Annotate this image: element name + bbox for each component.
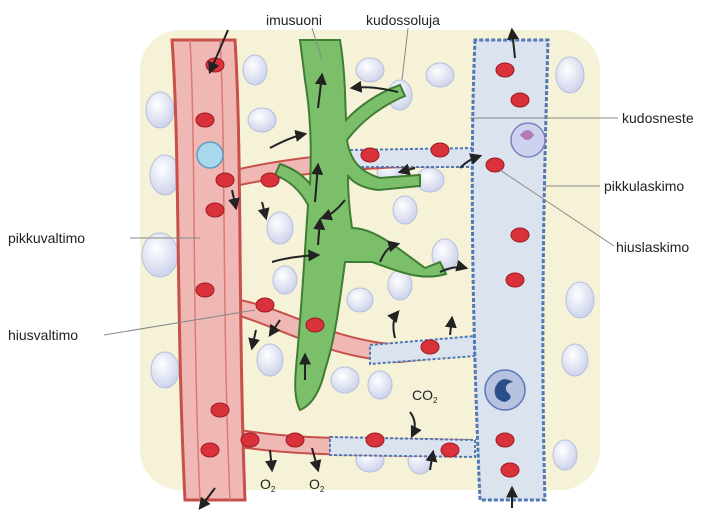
tissue-cell-icon [248,108,276,132]
red-blood-cell-icon [501,463,519,477]
red-blood-cell-icon [256,298,274,312]
red-blood-cell-icon [511,93,529,107]
red-blood-cell-icon [306,318,324,332]
red-blood-cell-icon [206,203,224,217]
tissue-cell-icon [151,352,179,388]
tissue-cell-icon [393,196,417,224]
label-venule: pikkulaskimo [604,178,684,194]
tissue-cell-icon [556,57,584,93]
label-lymph-vessel: imusuoni [266,12,322,28]
red-blood-cell-icon [506,273,524,287]
tissue-cell-icon [243,55,267,85]
red-blood-cell-icon [431,143,449,157]
tissue-cell-icon [267,212,293,244]
white-blood-cell-icon [197,142,223,168]
red-blood-cell-icon [441,443,459,457]
label-tissue-fluid: kudosneste [622,110,694,126]
tissue-cell-icon [142,233,178,277]
red-blood-cell-icon [201,443,219,457]
red-blood-cell-icon [211,403,229,417]
venule-vessel [472,40,548,500]
tissue-cell-icon [368,371,392,399]
small-artery-vessel [172,40,245,500]
label-arterial-capillary: hiusvaltimo [8,327,78,343]
label-venous-capillary: hiuslaskimo [616,239,689,255]
red-blood-cell-icon [261,173,279,187]
tissue-cell-icon [347,288,373,312]
red-blood-cell-icon [241,433,259,447]
red-blood-cell-icon [496,433,514,447]
small-artery-body [172,40,245,500]
tissue-cell-icon [273,266,297,294]
red-blood-cell-icon [361,148,379,162]
tissue-cell-icon [562,344,588,376]
tissue-cell-icon [553,440,577,470]
white-blood-cell-icon [511,123,545,157]
venule-body [472,40,548,500]
red-blood-cell-icon [216,173,234,187]
tissue-cell-icon [426,63,454,87]
red-blood-cell-icon [366,433,384,447]
red-blood-cell-icon [286,433,304,447]
red-blood-cell-icon [196,113,214,127]
red-blood-cell-icon [486,158,504,172]
tissue-cell-icon [331,367,359,393]
red-blood-cell-icon [511,228,529,242]
red-blood-cell-icon [421,340,439,354]
red-blood-cell-icon [496,63,514,77]
red-blood-cell-icon [196,283,214,297]
tissue-cell-icon [257,344,283,376]
tissue-cell-icon [356,58,384,82]
tissue-cell-icon [146,92,174,128]
tissue-cell-icon [566,282,594,318]
label-small-artery: pikkuvaltimo [8,230,85,246]
label-tissue-cells: kudossoluja [366,12,440,28]
